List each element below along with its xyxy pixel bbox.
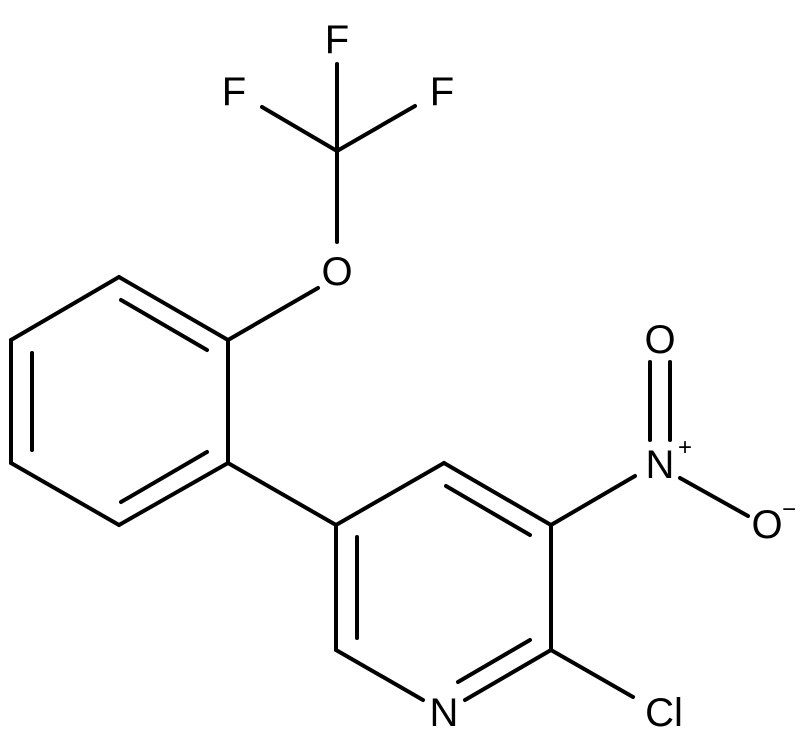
pyridine-bond-2: [442, 461, 553, 527]
benzene-double-3: [119, 450, 209, 504]
bond-c-n-nitro: [549, 474, 637, 527]
charge-plus: +: [678, 434, 692, 461]
atom-f-left: F: [222, 70, 246, 114]
pyridine-bond-5: [334, 648, 425, 702]
bond-c-f-left: [260, 105, 339, 153]
benzene-bond-3: [9, 461, 121, 527]
bond-biaryl: [226, 461, 338, 527]
bond-n-o-single: [678, 476, 750, 518]
pyridine-bond-1: [334, 461, 446, 527]
atom-f-right: F: [430, 70, 454, 114]
pyridine-double-2: [456, 638, 532, 684]
atom-cl: Cl: [645, 691, 683, 735]
atom-n-nitro: N: [646, 443, 675, 487]
benzene-bond-5: [9, 275, 121, 342]
atom-o-nitro: O: [644, 318, 675, 362]
atom-f-top: F: [325, 18, 349, 62]
bond-o-benzene: [226, 286, 320, 342]
benzene-bond-2: [117, 461, 230, 527]
atom-o-minus: O: [751, 503, 782, 547]
pyridine-double-1: [444, 484, 532, 537]
bond-c-cl: [549, 648, 635, 699]
benzene-double-1: [119, 298, 209, 352]
pyridine-bond-4: [463, 648, 553, 702]
atom-o-ether: O: [321, 250, 352, 294]
charge-minus: −: [782, 496, 796, 523]
bond-c-f-right: [335, 104, 417, 153]
benzene-bond-6: [117, 275, 230, 342]
atom-n-ring: N: [430, 691, 459, 735]
